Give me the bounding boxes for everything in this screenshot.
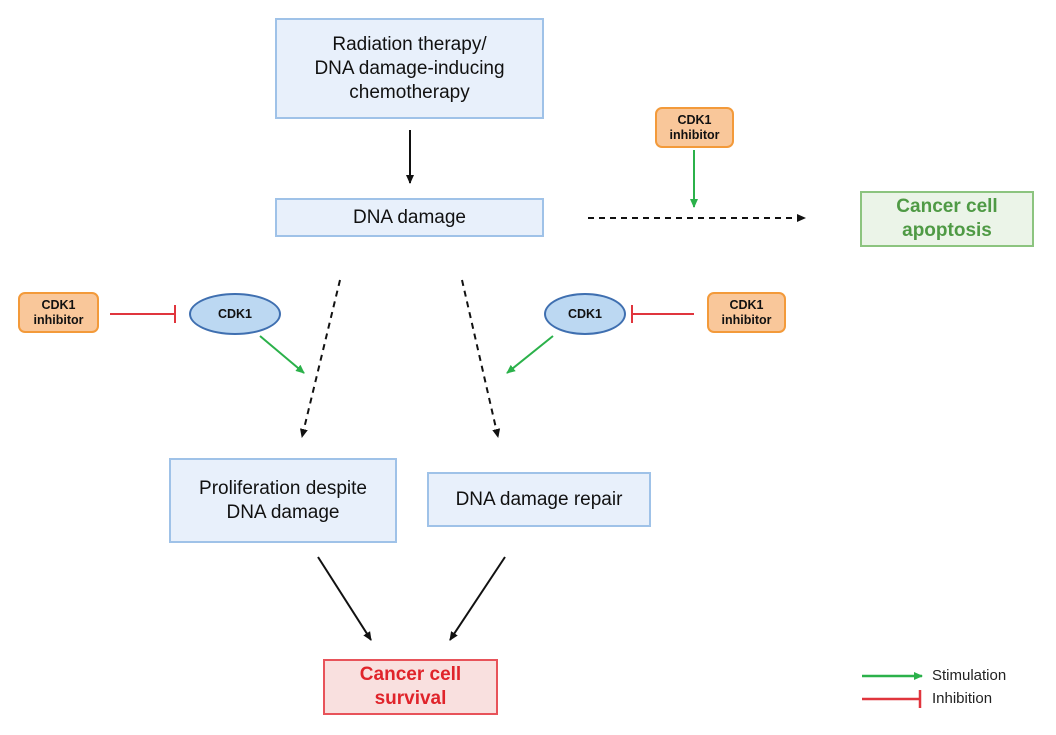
node-proliferation: Proliferation despite DNA damage [169, 458, 397, 543]
node-radiation-therapy: Radiation therapy/ DNA damage-inducing c… [275, 18, 544, 119]
arrow-dna-damage-to-proliferation [299, 279, 341, 438]
node-cancer-cell-survival: Cancer cell survival [323, 659, 498, 715]
legend-inhibition-label: Inhibition [932, 690, 993, 707]
node-dna-damage-repair: DNA damage repair [427, 472, 651, 527]
legend-stimulation-label: Stimulation [932, 667, 1007, 684]
arrow-cdk1-left-stimulation [259, 335, 305, 374]
node-cdk1-right: CDK1 [544, 293, 626, 335]
arrow-cdk1-right-stimulation [506, 335, 554, 374]
arrow-proliferation-to-survival [317, 556, 372, 641]
node-cancer-cell-apoptosis: Cancer cell apoptosis [860, 191, 1034, 247]
node-cdk1-inhibitor-right: CDK1 inhibitor [707, 292, 786, 333]
arrow-dna-damage-to-repair [461, 279, 501, 438]
node-dna-damage: DNA damage [275, 198, 544, 237]
arrow-repair-to-survival [449, 556, 506, 641]
node-cdk1-left: CDK1 [189, 293, 281, 335]
node-cdk1-inhibitor-left: CDK1 inhibitor [18, 292, 99, 333]
node-cdk1-inhibitor-top: CDK1 inhibitor [655, 107, 734, 148]
